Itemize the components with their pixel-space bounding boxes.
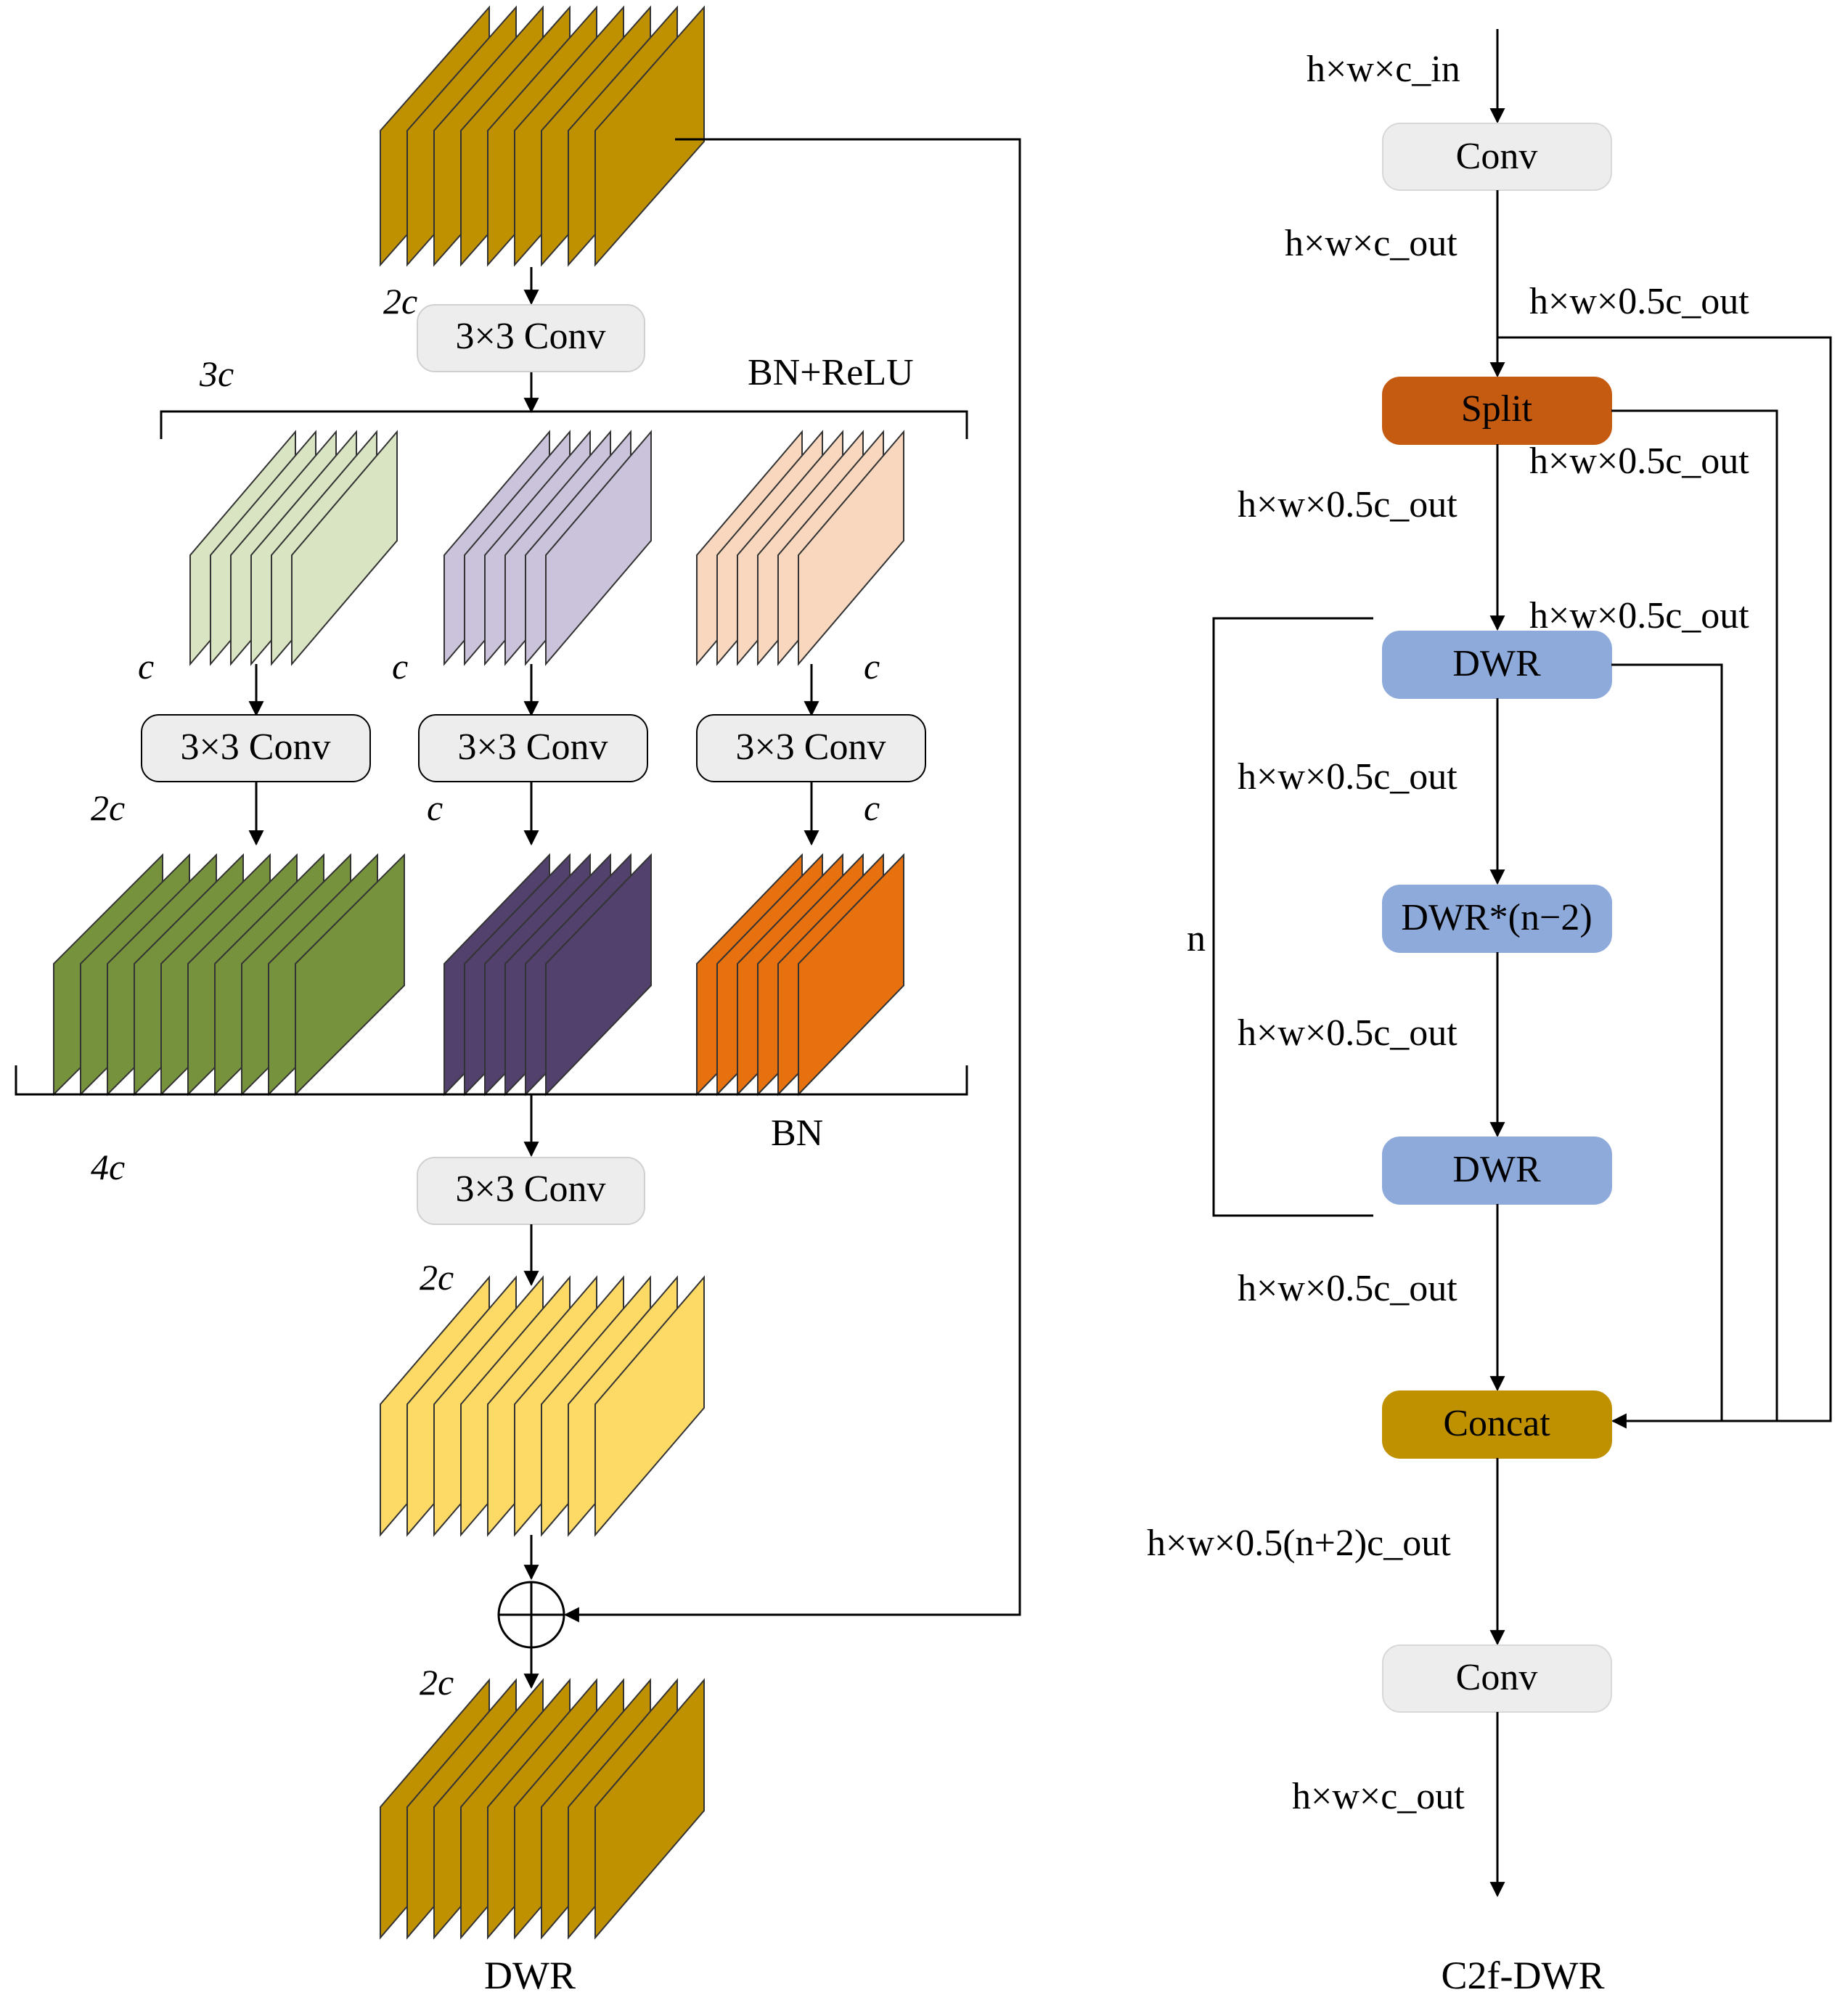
branch3-in-label: c — [864, 646, 880, 687]
branch2-conv-label: 3×3 Conv — [457, 726, 608, 768]
input-feature-map — [380, 5, 705, 267]
branch1-in-label: c — [138, 646, 154, 687]
conv-top-box — [417, 304, 645, 372]
concat-label: Concat — [1443, 1403, 1550, 1444]
channels-mid-label: 2c — [420, 1257, 454, 1298]
branch2-conv-box — [418, 714, 648, 782]
skip-line-dwr1 — [1611, 663, 1723, 1421]
branch-channels-label: 3c — [199, 353, 234, 394]
loop-label: n — [1187, 918, 1206, 959]
feature-map-sheet — [594, 1275, 705, 1537]
branch-bracket-bottom — [15, 1065, 968, 1096]
branch-bracket-top — [160, 410, 968, 439]
channels-top-label: 2c — [383, 281, 417, 321]
output-label: h×w×c_out — [1292, 1776, 1465, 1817]
repeat-bracket — [1212, 617, 1373, 1217]
after-concat-label: h×w×0.5(n+2)c_out — [1147, 1523, 1451, 1564]
split-side-right-label: h×w×0.5c_out — [1529, 441, 1749, 482]
split-label: Split — [1461, 388, 1533, 430]
feature-map-sheet — [545, 430, 652, 666]
after-conv1-label: h×w×c_out — [1285, 223, 1457, 264]
skip-line-split — [1611, 409, 1778, 1421]
feature-map-sheet — [594, 1678, 705, 1940]
input-label: h×w×c_in — [1307, 49, 1460, 90]
conv2-label: Conv — [1456, 1657, 1538, 1698]
conv-top-label: 3×3 Conv — [455, 316, 605, 357]
after-dwr1-label: h×w×0.5c_out — [1238, 756, 1457, 798]
dwr-last-label: DWR — [1452, 1149, 1541, 1190]
branch1-conv-label: 3×3 Conv — [180, 726, 330, 768]
dwr-mid-label: DWR*(n−2) — [1401, 897, 1592, 938]
bn-relu-label: BN+ReLU — [748, 352, 914, 393]
feature-map-sheet — [545, 853, 652, 1097]
fused-feature-map — [380, 1275, 705, 1537]
dwr-caption: DWR — [484, 1954, 576, 1997]
feature-map-sheet — [594, 5, 705, 267]
branch1-out-label: 2c — [91, 787, 125, 828]
conv1-label: Conv — [1456, 136, 1538, 177]
branch3-input-feature-map — [696, 430, 904, 666]
branch3-out-label: c — [864, 787, 880, 828]
after-split-label: h×w×0.5c_out — [1238, 484, 1457, 525]
after-dwr-mid-label: h×w×0.5c_out — [1238, 1012, 1457, 1054]
branch3-conv-label: 3×3 Conv — [735, 726, 886, 768]
conv-bottom-label: 3×3 Conv — [455, 1168, 605, 1210]
branch3-output-feature-map — [696, 853, 904, 1097]
branch2-output-feature-map — [443, 853, 652, 1097]
feature-map-sheet — [798, 430, 904, 666]
branch2-in-label: c — [392, 646, 408, 687]
after-dwr-last-label: h×w×0.5c_out — [1238, 1268, 1457, 1309]
c2f-dwr-module: h×w×c_in Conv h×w×c_out h×w×0.5c_out Spl… — [1147, 29, 1832, 1997]
c2f-dwr-caption: C2f-DWR — [1442, 1954, 1605, 1997]
branch1-output-feature-map — [53, 853, 405, 1097]
merged-channels-label: 4c — [91, 1147, 125, 1187]
branch1-input-feature-map — [189, 430, 398, 666]
dwr-side-label: h×w×0.5c_out — [1529, 595, 1749, 636]
output-feature-map — [380, 1678, 705, 1940]
feature-map-sheet — [798, 853, 904, 1097]
branch2-out-label: c — [427, 787, 443, 828]
dwr-module: 3×3 Conv 2c 3c BN+ReLU c c c 3×3 Conv 3×… — [15, 5, 1021, 1997]
feature-map-sheet — [295, 853, 405, 1097]
feature-map-sheet — [291, 430, 398, 666]
bn-label: BN — [771, 1113, 823, 1154]
branch2-input-feature-map — [443, 430, 652, 666]
channels-out-label: 2c — [420, 1662, 454, 1703]
split-side-top-label: h×w×0.5c_out — [1529, 281, 1749, 322]
skip-line-outer — [1497, 336, 1832, 1429]
residual-skip-connection — [563, 138, 1021, 1623]
dwr1-label: DWR — [1452, 643, 1541, 684]
